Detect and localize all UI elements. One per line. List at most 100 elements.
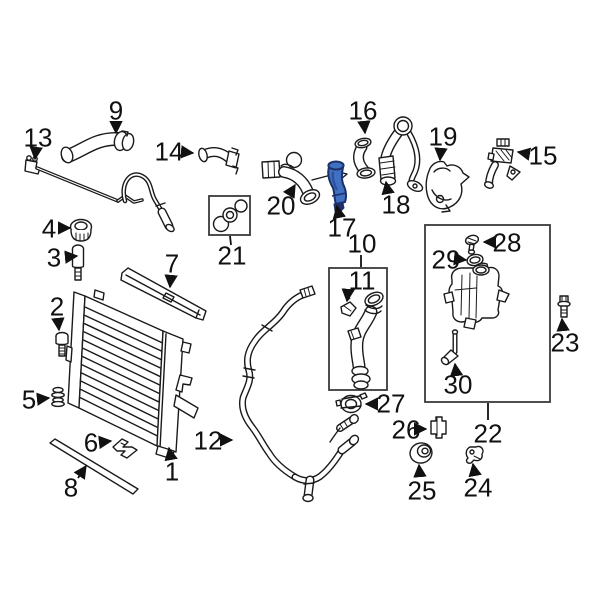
part-22-callout[interactable]: 22 (474, 403, 503, 448)
part-19-callout[interactable]: 19 (429, 121, 458, 162)
part-1-callout[interactable]: 1 (164, 446, 179, 486)
part-number-label[interactable]: 15 (529, 140, 558, 170)
part-2-bolt-drawing (55, 331, 69, 357)
callout-arrow (434, 147, 448, 162)
part-12-callout[interactable]: 12 (194, 425, 234, 455)
part-18-pipe-drawing (378, 116, 424, 192)
part-number-label[interactable]: 22 (474, 418, 503, 448)
part-30-rod-drawing (440, 329, 459, 366)
part-27-clamp-drawing (335, 392, 368, 414)
callout-arrow (51, 317, 65, 332)
callout-arrow (64, 250, 79, 264)
callout-arrow (381, 180, 395, 196)
callout-arrow (73, 464, 87, 480)
part-number-label[interactable]: 10 (348, 228, 377, 258)
part-number-label[interactable]: 27 (377, 388, 406, 418)
part-number-label[interactable]: 19 (429, 121, 458, 151)
part-13-callout[interactable]: 13 (24, 122, 53, 161)
part-number-label[interactable]: 23 (551, 327, 580, 357)
part-number-label[interactable]: 3 (47, 242, 61, 272)
part-3-callout[interactable]: 3 (47, 242, 79, 272)
part-number-label[interactable]: 9 (109, 95, 123, 125)
part-number-label[interactable]: 25 (408, 475, 437, 505)
part-15-callout[interactable]: 15 (516, 140, 558, 170)
part-number-label[interactable]: 8 (64, 472, 78, 502)
part-23-callout[interactable]: 23 (551, 317, 580, 357)
part-28-pin-drawing (464, 234, 480, 255)
part-number-label[interactable]: 29 (432, 244, 461, 274)
callout-arrow (453, 251, 468, 266)
part-14-callout[interactable]: 14 (155, 136, 195, 166)
part-27-callout[interactable]: 27 (364, 388, 406, 418)
part-number-label[interactable]: 5 (22, 384, 36, 414)
callout-arrow (332, 204, 347, 220)
callout-arrow (98, 435, 113, 450)
part-5-callout[interactable]: 5 (22, 384, 51, 414)
part-21-callout[interactable]: 21 (218, 235, 247, 270)
part-number-label[interactable]: 2 (50, 291, 64, 321)
part-number-label[interactable]: 30 (444, 369, 473, 399)
part-28-callout[interactable]: 28 (482, 227, 522, 257)
part-10-callout[interactable]: 10 (348, 228, 377, 267)
part-23-bolt-drawing (557, 295, 571, 318)
reservoir-kit-box (424, 224, 551, 403)
part-26-callout[interactable]: 26 (392, 414, 428, 444)
part-14-hose-drawing (198, 146, 240, 175)
part-6-clip-drawing (112, 438, 138, 459)
part-number-label[interactable]: 12 (194, 425, 223, 455)
part-number-label[interactable]: 26 (392, 414, 421, 444)
part-29-callout[interactable]: 29 (432, 244, 468, 274)
part-number-label[interactable]: 28 (493, 227, 522, 257)
part-4-grommet-drawing (69, 218, 93, 242)
part-number-label[interactable]: 21 (218, 240, 247, 270)
part-4-callout[interactable]: 4 (42, 213, 72, 243)
part-7-callout[interactable]: 7 (164, 248, 179, 289)
part-number-label[interactable]: 1 (165, 456, 179, 486)
callout-arrow (36, 392, 51, 406)
part-16-callout[interactable]: 16 (349, 95, 378, 135)
part-24-clip-drawing (465, 445, 484, 464)
part-25-grommet-drawing (409, 442, 433, 464)
part-5-grommet-drawing (51, 386, 65, 408)
part-number-label[interactable]: 13 (24, 122, 53, 152)
part-8-callout[interactable]: 8 (64, 464, 87, 502)
part-9-hose-drawing (60, 130, 135, 164)
part-number-label[interactable]: 11 (349, 265, 376, 295)
part-6-callout[interactable]: 6 (84, 427, 113, 457)
part-number-label[interactable]: 24 (464, 472, 493, 502)
part-number-label[interactable]: 18 (382, 189, 411, 219)
part-number-label[interactable]: 17 (328, 212, 357, 242)
callout-arrow (413, 463, 427, 478)
part-18-callout[interactable]: 18 (381, 180, 411, 219)
part-8-strip-drawing (49, 438, 139, 495)
part-2-callout[interactable]: 2 (50, 291, 65, 332)
hose-kit-box (328, 267, 388, 391)
callout-arrow (180, 145, 195, 159)
part-number-label[interactable]: 6 (84, 427, 98, 457)
part-number-label[interactable]: 16 (349, 95, 378, 125)
part-number-label[interactable]: 14 (155, 136, 184, 166)
part-11-callout[interactable]: 11 (341, 265, 376, 303)
callout-arrow (29, 146, 43, 161)
part-9-callout[interactable]: 9 (109, 95, 123, 135)
part-number-label[interactable]: 7 (165, 248, 179, 278)
part-20-callout[interactable]: 20 (267, 183, 296, 220)
callout-arrow (282, 183, 296, 199)
part-22-reservoir-drawing (443, 262, 510, 330)
part-20-housing-drawing (261, 151, 348, 205)
highlighted-hose-lip (327, 160, 345, 171)
callout-arrow (449, 362, 464, 377)
part-number-label[interactable]: 20 (267, 190, 296, 220)
seal-kit-box (208, 195, 251, 236)
part-25-callout[interactable]: 25 (408, 463, 437, 505)
callout-arrow (468, 462, 482, 478)
part-30-callout[interactable]: 30 (444, 362, 473, 399)
radiator-fins (79, 306, 163, 437)
part-17-callout[interactable]: 17 (328, 204, 357, 242)
part-16-elbow-drawing (353, 137, 376, 179)
part-number-label[interactable]: 4 (42, 213, 56, 243)
part-24-callout[interactable]: 24 (464, 462, 493, 502)
callout-arrow (556, 317, 570, 332)
